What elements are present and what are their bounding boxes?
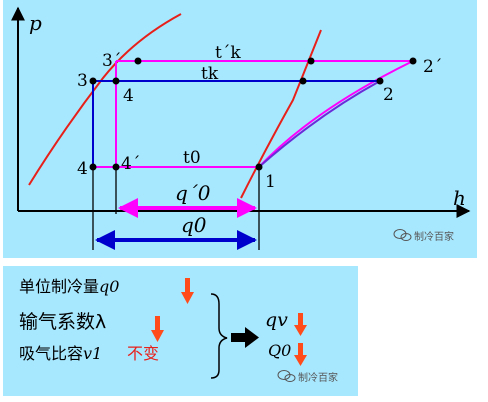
q0-text: 单位制冷量q0 <box>19 277 119 296</box>
label-2: 2 <box>383 85 394 105</box>
q0-down-arrow <box>181 278 194 304</box>
label-t0: t0 <box>183 148 201 168</box>
point-2p-dot <box>409 57 417 65</box>
point-3-dot <box>89 77 97 85</box>
q0-label: q0 <box>181 213 207 237</box>
Q0-text: Q0 <box>268 341 291 360</box>
ph-diagram: p h q´0 q0 3´ 2´ <box>11 6 471 250</box>
label-4-top: 4 <box>123 86 134 106</box>
label-3p: 3´ <box>102 51 121 71</box>
label-4-bottom: 4 <box>77 159 88 179</box>
point-2-dot <box>376 77 384 85</box>
label-1: 1 <box>265 172 276 192</box>
Q0-down-arrow <box>294 343 307 366</box>
p-axis-label: p <box>29 11 42 35</box>
lambda-text: 输气系数λ <box>19 311 106 333</box>
watermark-bottom: 制冷百家 <box>277 370 338 384</box>
point-tk-prime-dot <box>307 57 315 65</box>
qv-text: qv <box>265 309 288 331</box>
label-4p: 4´ <box>121 154 140 174</box>
pink-compression-curve <box>258 60 414 168</box>
unchanged-text: 不变 <box>127 344 159 363</box>
ph-diagram-panel: p h q´0 q0 3´ 2´ <box>3 0 477 258</box>
point-4-dot <box>89 163 97 171</box>
blue-compression-curve <box>258 80 381 168</box>
q0-prime-label: q´0 <box>175 181 211 205</box>
saturated-liquid-curve <box>28 13 182 186</box>
label-tk-prime: t´k <box>215 43 241 63</box>
watermark-top: 制冷百家 <box>393 229 454 243</box>
point-1-dot <box>255 163 263 171</box>
watermark-text-bottom: 制冷百家 <box>298 371 338 384</box>
h-axis-label: h <box>453 186 466 210</box>
label-2p: 2´ <box>423 57 442 77</box>
point-3p-dot <box>134 57 142 65</box>
lambda-down-arrow <box>151 316 164 342</box>
implies-arrow <box>231 327 259 348</box>
right-brace <box>210 293 228 379</box>
point-4top-dot <box>112 77 120 85</box>
v1-text: 吸气比容v1 <box>19 344 102 363</box>
factors-panel: 单位制冷量q0 输气系数λ 吸气比容v1 不变 <box>3 266 358 396</box>
label-tk: tk <box>201 64 219 84</box>
point-tk-dot <box>299 77 307 85</box>
label-3: 3 <box>77 71 88 91</box>
point-4p-dot <box>112 163 120 171</box>
saturated-vapor-curve <box>240 29 322 199</box>
factors-diagram: 单位制冷量q0 输气系数λ 吸气比容v1 不变 <box>19 277 338 384</box>
watermark-text: 制冷百家 <box>414 230 454 243</box>
qv-down-arrow <box>294 313 307 336</box>
